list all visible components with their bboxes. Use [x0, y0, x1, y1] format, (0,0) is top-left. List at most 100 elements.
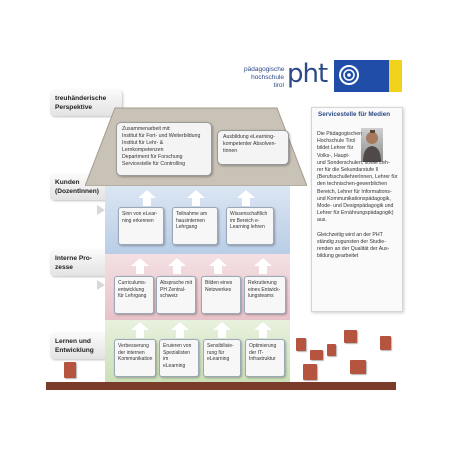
arrow-up-icon	[131, 258, 149, 266]
panel-line: aus.	[317, 217, 327, 224]
panel-spacer	[317, 225, 399, 232]
box-line: Sinn von eLear-	[122, 211, 158, 217]
arrow-stem	[136, 330, 144, 338]
roof-training-box: Ausbildung eLearning- kompetenter Absolv…	[217, 130, 289, 165]
process-box: Absprache mit PH Zentral- schweiz	[156, 276, 196, 314]
box-line: Infrastruktur	[249, 356, 276, 363]
roof-line: Servicestelle für Controlling	[122, 161, 186, 167]
label-line: Entwicklung	[55, 347, 94, 354]
panel-line: rer für die Sekundarstufe II	[317, 167, 379, 174]
arrow-stem	[259, 266, 267, 274]
box-line: im Bereich e-	[230, 217, 260, 224]
box-line: Absprache mit	[160, 280, 192, 286]
box-line: Verbesserung	[118, 343, 149, 349]
roof-line: tinnen	[223, 148, 238, 154]
customer-box: Sinn von eLear- ning erkennen	[118, 207, 164, 245]
panel-line: renden an der Qualität der Aus-	[317, 246, 390, 253]
process-box: Curriculums- entwicklung für Lehrgang	[114, 276, 154, 314]
panel-line: (BerufsschullehrerInnen, Lehrer für	[317, 174, 398, 181]
arrow-up-icon	[213, 322, 231, 330]
panel-line: Mode- und Designpädagogik und	[317, 203, 394, 210]
label-line: zesse	[55, 264, 73, 271]
box-line: Learning lehren	[230, 224, 265, 231]
learning-box: Eruieren von Spezialisten im eLearning	[159, 339, 199, 377]
box-line: PH Zentral-	[160, 286, 186, 293]
customer-box: Teilnahme am hausinternen Lehrgang	[172, 207, 218, 245]
learning-box: Verbesserung der internen Kommunikation	[114, 339, 156, 377]
arrow-up-icon	[187, 190, 205, 198]
panel-line: Bereich, Lehrer für Informations-	[317, 188, 392, 195]
logo-brand: pht	[287, 59, 328, 89]
arrow-stem	[173, 266, 181, 274]
customer-box: Wissenschaftlich im Bereich e- Learning …	[226, 207, 274, 245]
roof-cooperation-box: Zusammenarbeit mit: Institut für Fort- u…	[116, 122, 212, 176]
box-line: Rekrutierung	[248, 280, 277, 286]
box-line: Curriculums-	[118, 280, 147, 286]
brick-icon	[296, 338, 306, 351]
arrow-stem	[176, 330, 184, 338]
arrow-stem	[259, 330, 267, 338]
panel-line: bildung gearbeitet	[317, 253, 359, 260]
panel-line: Die Pädagogischen	[317, 131, 362, 137]
roof-line: kompetenter Absolven-	[223, 141, 277, 147]
logo-line-2: hochschule tirol	[251, 74, 284, 89]
roof-line: Zusammenarbeit mit:	[122, 126, 171, 132]
arrow-up-icon	[171, 322, 189, 330]
process-box: Rekrutierung eines Entwick- lungsteams	[244, 276, 286, 314]
panel-line: und Sonderschulen, sowie Leh-	[317, 159, 390, 166]
person-icon	[363, 130, 381, 162]
arrow-up-icon	[209, 258, 227, 266]
arrow-stem	[214, 266, 222, 274]
brick-icon	[64, 362, 76, 378]
servicestelle-panel	[311, 107, 403, 312]
learning-box: Sensibilisie- rung für eLearning	[203, 339, 241, 377]
arrow-stem	[242, 198, 250, 206]
panel-line: Gleichzeitig wird an der PHT	[317, 231, 383, 238]
panel-line: ständig zugunsten der Studie-	[317, 238, 386, 245]
arrow-up-icon	[237, 190, 255, 198]
roof-line: Institut für Fort- und Weiterbildung	[122, 133, 201, 139]
arrow-up-icon	[138, 190, 156, 198]
box-line: eLearning	[207, 356, 230, 363]
roof-line: Institut für Lehr- & Lernkompetenzen	[122, 140, 164, 153]
arrow-right-icon	[97, 205, 105, 215]
label-line: treuhänderische	[55, 95, 107, 102]
arrow-stem	[143, 198, 151, 206]
arrow-up-icon	[168, 258, 186, 266]
box-line: Bilden eines	[205, 280, 233, 286]
logo-line-1: pädagogische	[244, 66, 285, 73]
box-line: hausinternen	[176, 217, 205, 224]
box-line: Spezialisten im	[163, 349, 190, 363]
label-fiduciary-perspective: treuhänderische Perspektive	[50, 90, 122, 116]
panel-line: Lehrer für Ernährungspädagogik)	[317, 210, 394, 217]
label-line: Kunden	[55, 179, 80, 186]
box-line: schweiz	[160, 293, 178, 300]
process-box: Bilden eines Netzwerkes	[201, 276, 241, 314]
panel-line: den technischen-gewerblichen	[317, 181, 388, 188]
portrait-photo	[361, 128, 383, 162]
arrow-stem	[136, 266, 144, 274]
roof-line: Department für Forschung	[122, 154, 183, 160]
box-line: der IT-	[249, 349, 264, 356]
brick-icon	[344, 330, 357, 343]
panel-line: Volks-, Haupt-	[317, 152, 350, 159]
brick-icon	[380, 336, 391, 350]
box-line: eLearning	[163, 362, 186, 369]
box-line: Lehrgang	[176, 224, 198, 231]
arrow-up-icon	[131, 322, 149, 330]
box-line: rung für	[207, 349, 225, 356]
label-line: (DozentInnen)	[55, 188, 99, 195]
logo-yellow-stripe	[389, 60, 402, 92]
box-line: Optimierung	[249, 343, 277, 349]
panel-line: und Kommunikationspädagogik,	[317, 195, 391, 202]
brick-icon	[350, 360, 366, 374]
box-line: lungsteams	[248, 293, 274, 300]
pht-emblem-icon	[339, 65, 359, 85]
box-line: ning erkennen	[122, 217, 154, 224]
arrow-up-icon	[254, 322, 272, 330]
box-line: Wissenschaftlich	[230, 211, 268, 217]
arrow-up-icon	[254, 258, 272, 266]
box-line: entwicklung	[118, 286, 145, 293]
box-line: der internen	[118, 349, 145, 356]
box-line: Eruieren von	[163, 343, 192, 349]
